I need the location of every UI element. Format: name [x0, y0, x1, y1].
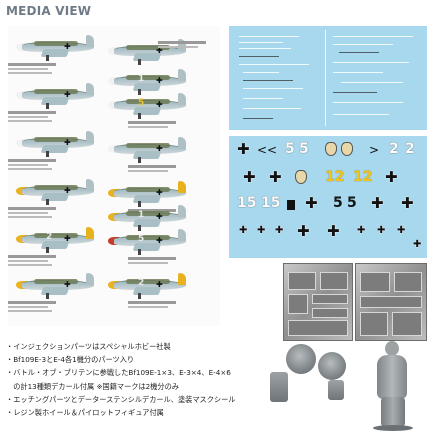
decal-number: 2 — [405, 141, 415, 157]
balkenkreuz-decal: ✚ — [237, 140, 250, 158]
profile-caption — [158, 40, 220, 48]
plane-profile: 2✚ — [16, 224, 98, 254]
decal-number: 5 — [347, 195, 357, 211]
profile-caption — [8, 206, 70, 218]
decal-number: 2 — [389, 141, 399, 157]
plane-profile: ✚ — [16, 270, 98, 300]
profile-caption — [8, 62, 70, 74]
profile-caption — [128, 120, 190, 128]
feature-item: ・インジェクションパーツはスペシャルホビー社製 — [6, 342, 171, 351]
resin-wheel — [286, 344, 316, 374]
decal-number: 5 — [333, 195, 343, 211]
plane-profile: 2✚ — [108, 270, 190, 300]
chevron-decal: < — [257, 143, 268, 157]
plane-profile: ✚ — [108, 36, 190, 66]
stencil-decal-sheet — [229, 26, 427, 130]
feature-item: ・Bf109E-3とE-4各1機分のパーツ入り — [6, 355, 135, 365]
plane-profile: 1✚ — [108, 66, 190, 96]
resin-tyre — [270, 372, 288, 402]
profile-caption — [8, 110, 70, 122]
feature-item: の計13種類デカール付属 ※国籍マークは2機分のみ — [6, 381, 179, 391]
color-profile-chart: ✚ ✚ ✚ ✚ 2✚ ✚ ✚ 1✚ 5✚ ✚ ✚ 1✚ 5✚ 2✚ — [8, 26, 220, 326]
plane-profile: 1✚ — [108, 202, 190, 232]
feature-item: ・エッチングパーツとデーターステンシルデカール、塗装マスクシール — [6, 394, 236, 404]
profile-caption — [8, 300, 70, 312]
profile-caption — [128, 256, 190, 264]
resin-wheel — [318, 352, 346, 380]
plane-profile: 5✚ — [108, 90, 190, 120]
photo-etched-fret — [283, 263, 353, 341]
profile-caption — [8, 254, 70, 266]
marking-decal-sheet: ✚ < < 5 5 > 2 2 ✚ ✚ 12 12 ✚ 15 15 ✚ 5 5 … — [229, 136, 427, 258]
plane-profile: ✚ — [16, 80, 98, 110]
photo-etched-fret — [355, 263, 427, 341]
profile-caption — [128, 164, 190, 172]
resin-pilot-figure — [371, 341, 415, 431]
squadron-emblem-decal — [325, 142, 337, 156]
plane-profile: ✚ — [16, 128, 98, 158]
plane-profile: ✚ — [16, 176, 98, 206]
plane-profile: ✚ — [108, 134, 190, 164]
plane-profile: ✚ — [16, 32, 98, 62]
feature-list: ・インジェクションパーツはスペシャルホビー社製 ・Bf109E-3とE-4各1機… — [6, 340, 268, 419]
plane-profile: ✚ — [108, 178, 190, 208]
profile-caption — [8, 158, 70, 170]
feature-item: ・レジン製ホイール＆パイロットフィギュア付属 — [6, 408, 164, 418]
profile-caption — [128, 300, 190, 308]
plane-profile: 5✚ — [108, 226, 190, 256]
resin-tyre — [328, 380, 344, 400]
media-view-title: MEDIA VIEW — [6, 4, 92, 18]
decal-number: 15 — [261, 195, 281, 211]
decal-number: 5 — [299, 141, 309, 157]
decal-number: 12 — [325, 169, 345, 185]
feature-item: ・バトル・オブ・ブリテンに参戦したBf109E-1×3、E-3×4、E-4×6 — [6, 368, 231, 378]
decal-number: 15 — [237, 195, 257, 211]
decal-number: 5 — [285, 141, 295, 157]
decal-number: 12 — [353, 169, 373, 185]
